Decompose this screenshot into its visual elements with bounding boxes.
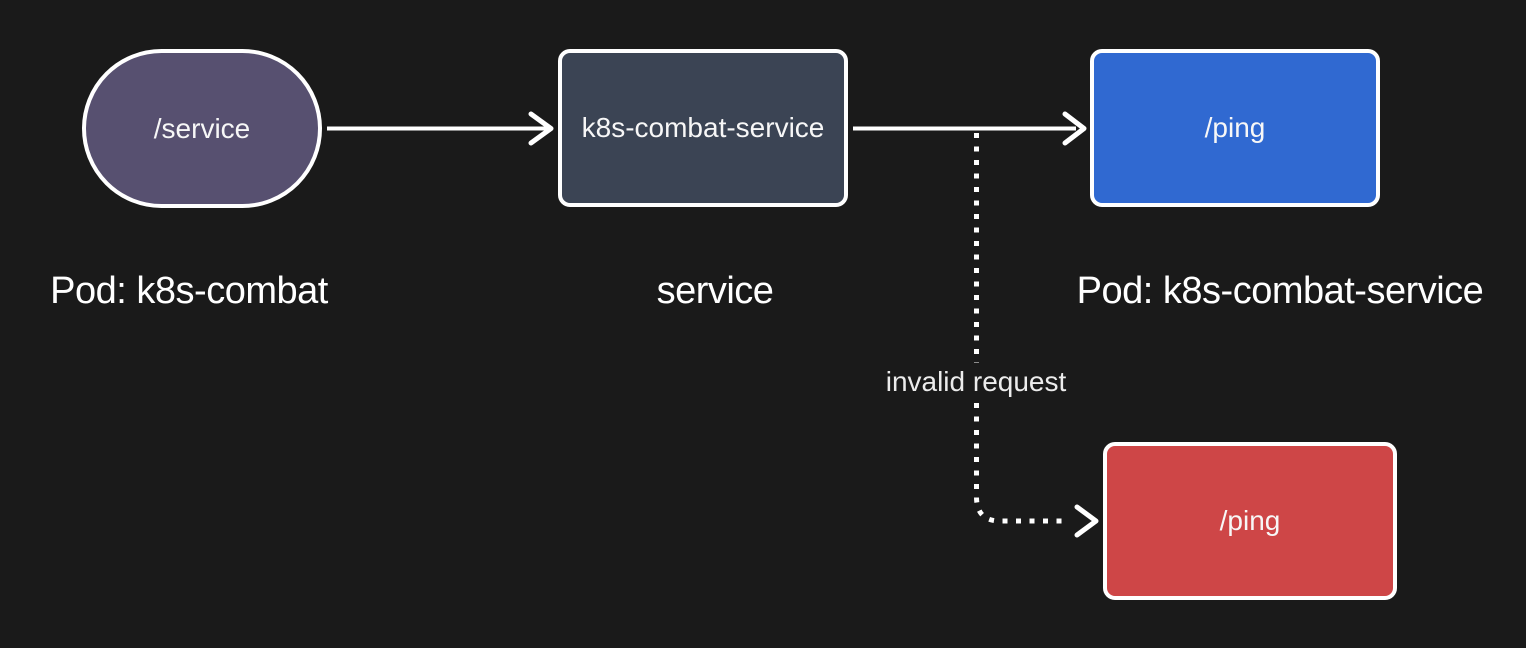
- edge-k8s-combat-service-to-ping: [853, 111, 1087, 146]
- arrowhead-icon: [528, 111, 554, 146]
- node-ping-error: /ping: [1103, 442, 1397, 600]
- node-service-endpoint: /service: [82, 49, 322, 208]
- edge-service-to-k8s-combat-service: [327, 111, 554, 146]
- arrowhead-icon: [1074, 504, 1099, 538]
- caption-pod-k8s-combat-service: Pod: k8s-combat-service: [1076, 270, 1484, 312]
- edge-label-invalid-request: invalid request: [876, 363, 1076, 401]
- arrowhead-icon: [1062, 111, 1087, 146]
- edge-line-dotted: [974, 133, 1070, 524]
- caption-pod-k8s-combat: Pod: k8s-combat: [50, 270, 328, 312]
- node-ping-success: /ping: [1090, 49, 1380, 207]
- node-k8s-combat-service: k8s-combat-service: [558, 49, 848, 207]
- caption-service: service: [656, 270, 774, 312]
- edge-invalid-request-to-error-ping: [974, 133, 1099, 538]
- node-ping-error-label: /ping: [1219, 505, 1281, 536]
- node-k8s-combat-service-label: k8s-combat-service: [581, 112, 825, 143]
- node-service-endpoint-label: /service: [153, 112, 251, 144]
- node-ping-success-label: /ping: [1204, 112, 1266, 143]
